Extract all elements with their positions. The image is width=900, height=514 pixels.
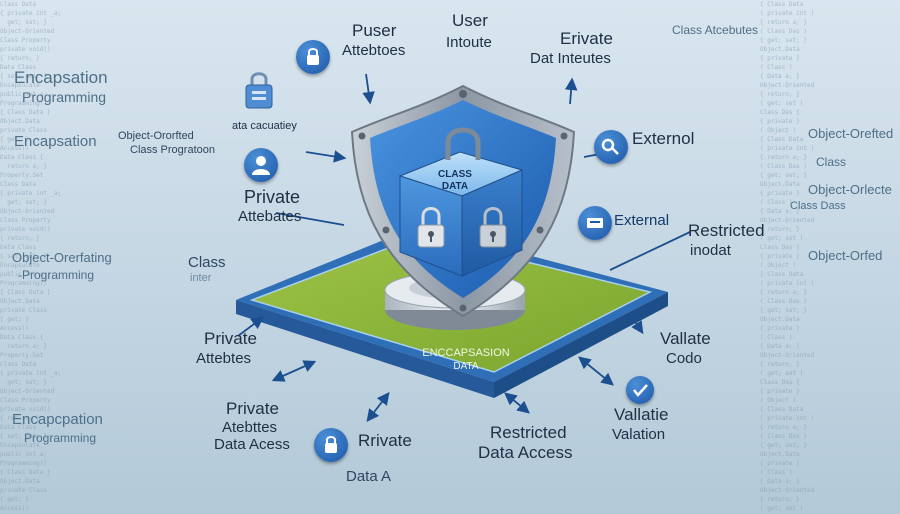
user-lock-icon bbox=[244, 148, 278, 182]
label-restricted-1b: inodat bbox=[690, 242, 731, 259]
label-validate-2a: Vallatie bbox=[614, 405, 669, 424]
label-user: User bbox=[452, 11, 488, 30]
arrow-icon bbox=[271, 360, 317, 382]
label-private-attributes-2a: Private bbox=[204, 329, 257, 348]
label-private-attributes-3b: Atebttes bbox=[222, 419, 278, 436]
side-label-encapsulation: Encapsation bbox=[14, 68, 108, 87]
external-icon bbox=[578, 206, 612, 240]
label-private-attributes-3c: Data Acess bbox=[214, 436, 290, 453]
platform-label-data: DATA bbox=[453, 361, 479, 372]
arrow-icon bbox=[275, 212, 345, 226]
cube-label-data: DATA bbox=[442, 181, 468, 192]
label-restricted-1a: Restricted bbox=[688, 221, 765, 240]
label-validate-1a: Vallate bbox=[660, 329, 711, 348]
label-private-attributes-1a: Private bbox=[244, 187, 301, 207]
label-private-attributes-3a: Private bbox=[226, 399, 279, 418]
arrow-icon bbox=[504, 392, 530, 414]
side-label-object-oriented-r: Object-Orefted bbox=[808, 126, 894, 141]
side-label-class-attributes: Class Atcebutes bbox=[672, 23, 759, 37]
side-label-class-r: Class bbox=[816, 155, 847, 169]
background-code-right: { Class Data ( private int ) { return a;… bbox=[760, 1, 815, 512]
label-data-cacuatiey: ata cacuatiey bbox=[232, 120, 297, 132]
label-validate-1b: Codo bbox=[666, 350, 702, 367]
arrow-icon bbox=[366, 392, 390, 422]
label-dat-inteutes: Dat Inteutes bbox=[530, 50, 611, 67]
arrow-icon bbox=[578, 356, 614, 386]
side-label-object-oriented: Object-Orerfating bbox=[12, 250, 112, 265]
cube-label-class: CLASS bbox=[438, 169, 472, 180]
label-rrivate: Rrivate bbox=[358, 431, 412, 450]
side-label-encapsulation-3: Encapcpation bbox=[12, 411, 103, 428]
side-label-object-oriented-r2: Object-Orlecte bbox=[808, 182, 892, 197]
side-label-programming-2: -Programming bbox=[18, 268, 95, 282]
padlock-icon bbox=[243, 70, 275, 110]
lock-icon bbox=[479, 207, 507, 248]
arrow-icon bbox=[305, 150, 347, 163]
side-label-object-oriented-r3: Object-Orfed bbox=[808, 248, 883, 263]
label-data-a: Data A bbox=[346, 468, 392, 485]
label-erivate: Erivate bbox=[560, 29, 613, 48]
arrow-icon bbox=[564, 77, 578, 105]
label-external-2: External bbox=[614, 212, 670, 229]
background-code-left: Class Data { private int _a; get; set; }… bbox=[0, 1, 62, 512]
arrows bbox=[237, 73, 691, 422]
side-label-programming-3: Programming bbox=[24, 431, 97, 445]
arrow-icon bbox=[237, 316, 265, 337]
label-validate-2b: Valation bbox=[612, 426, 666, 443]
label-restricted-2b: Data Access bbox=[478, 443, 573, 462]
label-private-attributes-2b: Attebtes bbox=[196, 350, 252, 367]
platform-label-encapsulation: ENCCAPSASION bbox=[422, 347, 509, 359]
lock-icon-circle-bottom bbox=[314, 428, 348, 462]
lock-icon bbox=[417, 207, 445, 248]
checkmark-icon bbox=[626, 376, 654, 404]
arrow-icon bbox=[609, 231, 691, 271]
label-attebtoes: Attebtoes bbox=[342, 42, 406, 59]
arrow-icon bbox=[631, 319, 644, 335]
side-label-encapsulation-2: Encapsation bbox=[14, 133, 97, 150]
side-label-class-dass: Class Dass bbox=[790, 200, 846, 212]
arrow-icon bbox=[362, 73, 375, 105]
label-restricted-2a: Restricted bbox=[490, 423, 567, 442]
label-class-programon: Class Progratoon bbox=[130, 144, 215, 156]
label-object-oriented: Object-Ororfted bbox=[118, 130, 194, 142]
class-data-box: CLASS DATA bbox=[398, 127, 524, 277]
label-class: Class bbox=[188, 254, 226, 271]
label-class-sub: inter bbox=[190, 272, 212, 284]
label-puser: Puser bbox=[352, 21, 397, 40]
side-label-programming: Programming bbox=[22, 89, 107, 105]
key-icon bbox=[594, 130, 628, 164]
lock-icon-circle-top bbox=[296, 40, 330, 74]
label-private-attributes-1b: Attebates bbox=[238, 208, 302, 225]
label-external-1: Externol bbox=[632, 129, 695, 148]
label-intoute: Intoute bbox=[446, 34, 492, 51]
